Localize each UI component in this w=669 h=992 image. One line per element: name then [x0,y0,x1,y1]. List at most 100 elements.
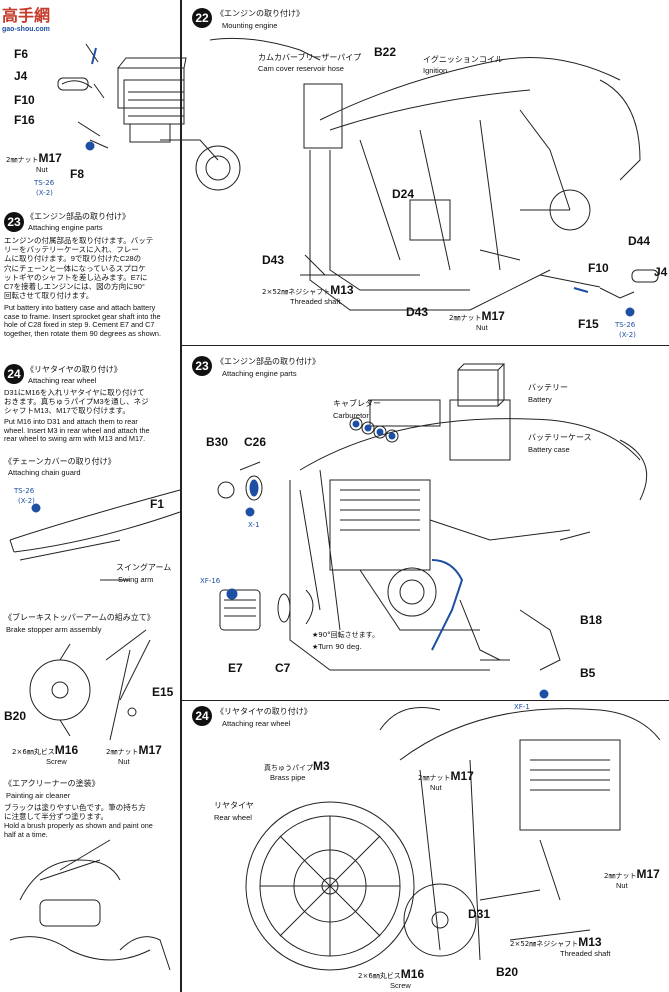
chain-title-jp: 《チェーンカバーの取り付け》 [4,457,116,466]
section-divider-22 [181,345,669,346]
part-d43-left: D43 [262,253,285,267]
part-c26: C26 [244,435,267,449]
nut-m17-mid-code: M17 [481,309,505,323]
part-d31: D31 [468,907,491,921]
body-line: 穴にチェーンと一体になっているスプロケ [4,263,146,273]
part-j4: J4 [14,69,28,83]
battery-jp: バッテリー [528,383,568,392]
blue-pipe-f6 [91,47,97,65]
air-title-jp: 《エアクリーナーの塗装》 [4,779,100,788]
chain-guard-drawing [9,489,181,581]
body-line: ットギヤのシャフトを差し込みます。E7に [4,272,148,282]
part-b18: B18 [580,613,603,627]
ts26-top: TS-26 [34,179,55,187]
part-b20-left: B20 [4,709,27,723]
part-e7: E7 [228,661,243,675]
left-step-24-title-en: Attaching rear wheel [28,376,97,385]
left-step-23-number: 23 [4,212,24,232]
part-f1: F1 [150,497,165,511]
part-f10-right: F10 [588,261,609,275]
xf16-paint-dot [226,588,238,600]
screw-m16-left: 2×6㎜丸ビスM16 [12,744,78,756]
part-b5: B5 [580,666,596,680]
brass-pipe-code: M3 [313,759,330,773]
body-line: に注意して半分ずつ塗ります。 [4,812,109,822]
nut-m17-upper: 2㎜ナットM17 [418,770,474,782]
part-f6: F6 [14,47,29,61]
left-step-24-number: 24 [4,364,24,384]
step-22-number: 22 [192,8,212,28]
ts26-chain: TS-26 [14,487,35,495]
body-line: ブラックは塗りやすい色です。筆の持ち方 [4,803,146,812]
body-line: D31にM16を入れリヤタイヤに取り付けて [4,388,145,397]
air-body-en: Hold a brush properly as shown and paint… [4,821,178,839]
m13-label-jp: 2×52㎜ネジシャフトM13 [262,284,354,296]
ts26-chain-x2: (X-2) [18,497,35,505]
left-step-23-title-en: Attaching engine parts [28,223,103,232]
battery-drawing [449,363,511,461]
watermark-logo: 高手網 gao-shou.com [2,2,50,33]
nut-m17-right-prefix: 2㎜ナット [604,872,637,880]
body-line: rear wheel to swing arm with M13 and M17… [4,434,146,444]
cam-cover-hose-en: Cam cover reservoir hose [258,64,344,73]
m13-label-jp-text: 2×52㎜ネジシャフト [262,288,331,296]
ts26-top-x2: (X-2) [36,189,53,197]
ts26-right-x2: (X-2) [619,331,636,339]
part-d24: D24 [392,187,415,201]
engine-drawing-top-left [57,43,241,191]
nut-m17-brake: 2㎜ナットM17 [106,744,162,756]
left-step-23-title-jp: 《エンジン部品の取り付け》 [26,212,130,221]
nut-m17-mid: 2㎜ナットM17 [449,310,505,322]
brake-arm-drawing [29,629,151,741]
step-23-number: 23 [192,356,212,376]
ts26-paint-dot-top [85,141,95,151]
nut-m17-right-en: Nut [616,881,628,890]
step-24-number: 24 [192,706,212,726]
column-divider [180,0,182,992]
nut-m17-brake-code: M17 [138,743,162,757]
step-24-title-en: Attaching rear wheel [222,719,291,728]
screw-m16-right-prefix: 2×6㎜丸ビス [358,972,401,980]
brake-title-en: Brake stopper arm assembly [6,625,102,634]
blue-hose-step23 [431,559,464,651]
left-step-24-body-jp: D31にM16を入れリヤタイヤに取り付けて おきます。真ちゅうパイプM3を通し、… [4,388,178,416]
carburetor-jp: キャブレター [333,399,381,408]
carburetor-en: Carburetor [333,411,369,420]
body-line: wheel. Insert M3 in rear wheel and attac… [4,425,150,435]
part-b22: B22 [374,45,397,59]
cam-cover-hose-jp: カムカバーブリーザーパイプ [258,53,362,62]
body-line: together, then rotate them 90 degrees as… [4,328,161,338]
threaded-shaft-lower-en: Threaded shaft [560,949,611,958]
rotate-en: ★Turn 90 deg. [312,643,362,651]
rear-wheel-drawing-step24 [245,707,661,971]
part-e15: E15 [152,685,174,699]
screw-m16-left-code: M16 [54,743,79,757]
nut-m17-upper-en: Nut [430,783,442,792]
left-step-24-body-en: Put M16 into D31 and attach them to rear… [4,417,178,444]
ignition-coil-jp: イグニッションコイル [423,55,503,64]
nut-m17-mid-en: Nut [476,323,488,332]
xf1-paint-dot [539,689,549,699]
part-d43-right: D43 [406,305,429,319]
nut-m17-right: 2㎜ナットM17 [604,868,660,880]
m13-label-code: M13 [330,283,354,297]
swing-arm-en: Swing arm [118,575,154,584]
watermark-url: gao-shou.com [2,26,50,33]
paint-x1: X-1 [248,521,260,529]
m13-lower-jp: 2×52㎜ネジシャフト [510,940,579,948]
left-step-23-body-en: Put battery into battery case and attach… [4,303,178,338]
left-step-24-title-jp: 《リヤタイヤの取り付け》 [26,365,122,374]
body-line: case to frame. Insert sprocket gear shaf… [4,311,161,321]
part-j4-right: J4 [654,265,668,279]
body-line: リーをバッテリーケースに入れ、フレー [4,245,139,255]
nut-m17-brake-prefix: 2㎜ナット [106,748,139,756]
body-line: Put battery into battery case and attach… [4,303,156,312]
m13-lower-code: M13 [578,935,602,949]
body-line: エンジンの付属部品を取り付けます。バッテ [4,236,154,245]
c26-blue-part [249,479,259,497]
step-23-title-jp: 《エンジン部品の取り付け》 [216,357,320,366]
body-line: half at a time. [4,829,48,839]
rear-wheel-en: Rear wheel [214,813,252,822]
